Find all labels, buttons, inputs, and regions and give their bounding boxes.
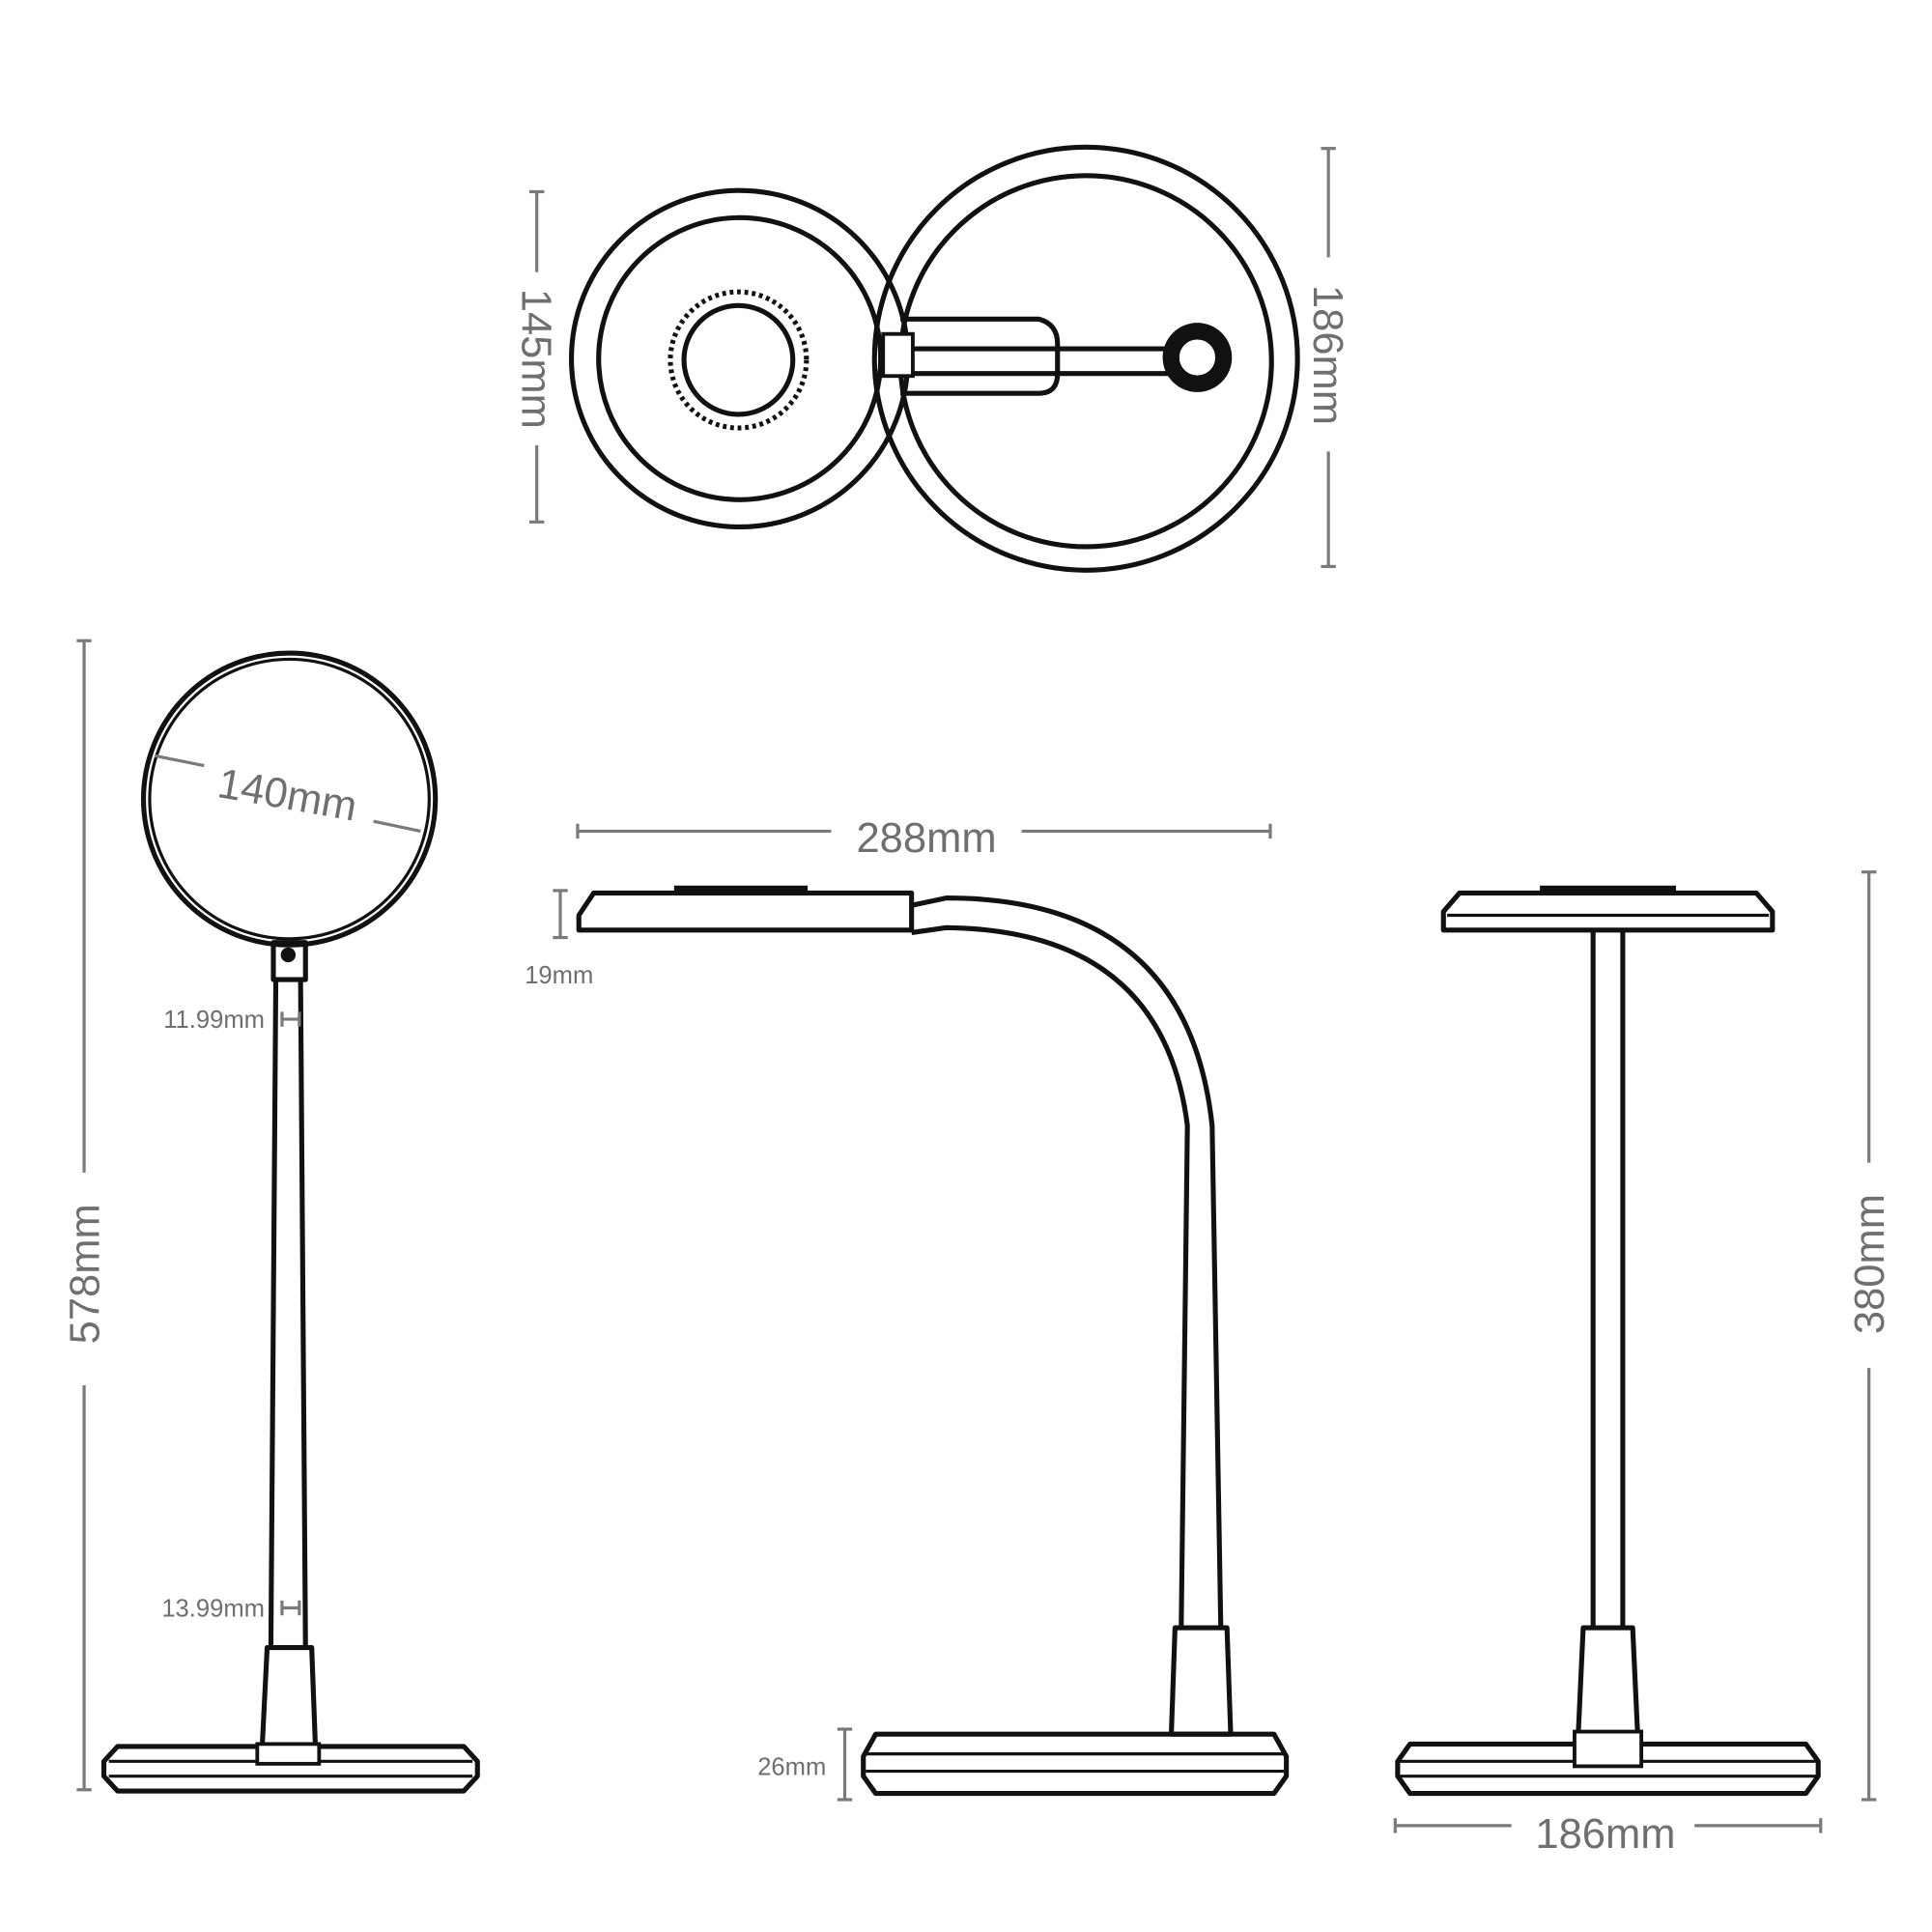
label-186mm-top: 186mm <box>1304 285 1350 425</box>
base <box>861 1731 1290 1797</box>
arm <box>1590 929 1626 1629</box>
light-center <box>681 302 796 417</box>
arm-top <box>897 346 1207 377</box>
label-145mm: 145mm <box>512 289 558 429</box>
head-side <box>576 890 915 933</box>
base <box>1395 1741 1821 1797</box>
light-ring <box>668 289 810 431</box>
base-outer-circle <box>871 144 1300 573</box>
stem-base <box>1576 1625 1640 1737</box>
hinge <box>270 940 308 982</box>
label-11.99mm: 11.99mm <box>163 1007 265 1034</box>
label-19mm: 19mm <box>525 962 593 989</box>
dimension-19mm <box>553 889 568 940</box>
head-outer-circle <box>568 187 911 530</box>
dimension-288mm <box>576 823 1272 839</box>
dimension-186mm-top <box>1321 147 1336 569</box>
back-view: 380mm 186mm <box>1393 870 1893 1858</box>
front-view: 140mm 578mm 11.99mm 13.99mm <box>62 639 480 1794</box>
head-side <box>1440 890 1776 933</box>
head-inner-circle <box>596 214 884 502</box>
dimension-186mm-base <box>1393 1818 1823 1833</box>
base <box>100 1744 480 1794</box>
arm-bracket <box>900 316 1061 396</box>
stem-base <box>1168 1625 1234 1737</box>
dimension-26mm <box>837 1727 853 1802</box>
gooseneck-arm <box>911 895 1224 1629</box>
label-26mm: 26mm <box>757 1753 826 1780</box>
label-186mm-base: 186mm <box>1535 1811 1675 1858</box>
dimension-578mm <box>76 639 92 1792</box>
side-view: 288mm 19mm 26mm <box>525 815 1290 1802</box>
dimension-145mm <box>529 189 545 524</box>
label-578mm: 578mm <box>62 1204 108 1344</box>
label-380mm: 380mm <box>1847 1194 1893 1334</box>
label-288mm: 288mm <box>856 815 996 862</box>
stem-base <box>259 1644 319 1749</box>
label-140mm: 140mm <box>214 760 360 830</box>
top-view: 145mm 186mm <box>512 144 1350 573</box>
label-13.99mm: 13.99mm <box>161 1595 265 1622</box>
dimension-380mm <box>1861 870 1877 1802</box>
gooseneck-arm <box>268 980 308 1648</box>
